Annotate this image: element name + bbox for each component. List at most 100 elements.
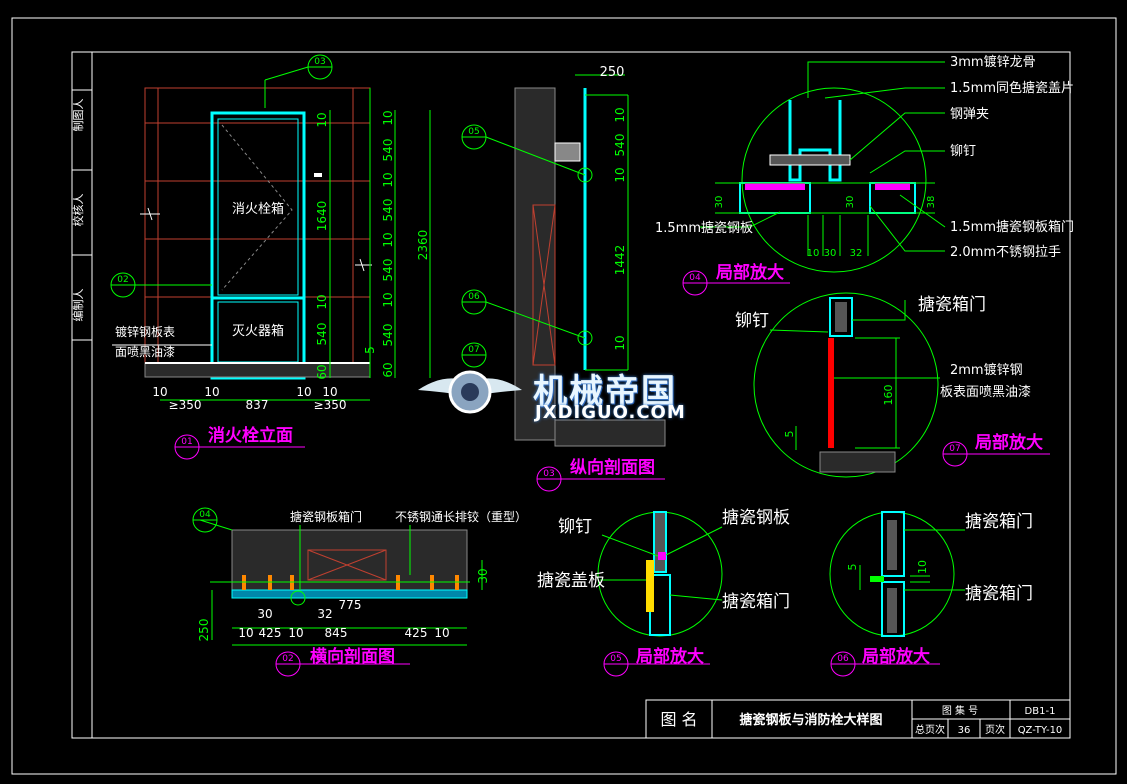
d4-rivet: 铆钉: [950, 144, 976, 159]
d5-panel-label: 搪瓷钢板: [722, 508, 790, 528]
handle-section: [554, 142, 581, 162]
tag-04-number: 04: [199, 510, 211, 520]
outer-border: [11, 17, 1117, 775]
dim-s-10b: 10: [613, 167, 627, 182]
tb-atlas-no: DB1-1: [1025, 706, 1056, 717]
dim-s-540: 540: [613, 134, 627, 157]
detail-04-circle: [741, 87, 927, 273]
door-swing-line: [221, 124, 293, 291]
break-line-right: [355, 258, 372, 272]
view02-title: 横向剖面图: [310, 646, 395, 667]
watermark-cn: 机械帝国: [533, 372, 677, 412]
plan-door-label: 搪瓷钢板箱门: [290, 509, 362, 524]
watermark-en: JXDIGUO.COM: [535, 402, 686, 423]
dim-b-10d: 10: [322, 385, 337, 399]
note-line-1: 镀锌钢板表: [115, 325, 175, 339]
dim-r-540a: 540: [381, 139, 395, 162]
dim-top-10: 10: [315, 112, 329, 127]
wall-section: [514, 87, 556, 441]
view07-title: 局部放大: [975, 432, 1043, 453]
spring-clip: [769, 154, 851, 166]
d6-door-label-2: 搪瓷箱门: [965, 584, 1033, 604]
view03-number: 03: [543, 469, 554, 479]
d4-clip: 钢弹夹: [950, 107, 989, 122]
d2-dim-10b: 10: [288, 626, 303, 640]
view06-title: 局部放大: [862, 646, 930, 667]
tag-02-number: 02: [117, 275, 128, 285]
detail-07-leaders: [769, 300, 940, 450]
d4-dim-30b: 30: [845, 196, 856, 209]
detail-06-leaders: [859, 529, 965, 591]
d2-dim-30b: 30: [257, 607, 272, 621]
view01-number: 01: [181, 437, 192, 447]
dim-r-10c: 10: [381, 232, 395, 247]
floor-slab: [144, 362, 371, 378]
dim-b-350b: ≥350: [314, 398, 347, 412]
d6-fill-bottom: [887, 588, 897, 633]
dim-b-10b: 10: [204, 385, 219, 399]
dim-b-837: 837: [246, 398, 269, 412]
dim-r-540d: 540: [381, 324, 395, 347]
d7-paint: 板表面喷黑油漆: [940, 384, 1031, 400]
d6-dim-5: 5: [846, 564, 859, 571]
d5-rivet-label: 铆钉: [558, 517, 592, 537]
d2-dim-775: 775: [339, 598, 362, 612]
note-line-2: 面喷黑油漆: [115, 345, 175, 359]
gear-hub: [461, 383, 479, 401]
view03-section: 250 10 540 10 1442 10 05 06 07 03 纵向剖面图: [461, 65, 666, 492]
view02-number: 02: [282, 654, 293, 664]
section-dims: [575, 74, 629, 371]
view07-number: 07: [949, 444, 960, 454]
tag-06-number: 06: [468, 292, 480, 302]
d6-dim-10: 10: [916, 560, 929, 574]
d2-dim-425b: 425: [405, 626, 428, 640]
tb-page: QZ-TY-10: [1018, 725, 1063, 736]
dim-2360: 2360: [416, 230, 430, 261]
side-label-3: 编制人: [71, 289, 85, 322]
view03-title: 纵向剖面图: [570, 457, 655, 478]
box-door-section: [829, 297, 853, 337]
dim-540-low: 540: [315, 323, 329, 346]
d4-cover: 1.5mm同色搪瓷盖片: [950, 80, 1074, 96]
d4-keel: 3mm镀锌龙骨: [950, 54, 1036, 70]
tb-atlas-label: 图 集 号: [942, 704, 978, 717]
tag-07-number: 07: [468, 345, 479, 355]
view05-title: 局部放大: [636, 646, 704, 667]
title-block: 图 名 搪瓷钢板与消防栓大样图 图 集 号 DB1-1 总页次 36 页次 QZ…: [645, 699, 1071, 739]
dim-s-10c: 10: [613, 335, 627, 350]
view01-title: 消火栓立面: [208, 425, 293, 446]
detail-04-leaders: [700, 61, 946, 256]
tb-title: 搪瓷钢板与消防栓大样图: [739, 712, 882, 728]
cap-left: [745, 183, 805, 190]
dim-r-540c: 540: [381, 259, 395, 282]
view06-number: 06: [837, 654, 849, 664]
view04-title: 局部放大: [716, 262, 784, 283]
cap-right: [875, 183, 910, 190]
cabinet-plan: [307, 549, 387, 581]
d2-dim-30a: 30: [476, 568, 490, 583]
d5-cover: [646, 560, 654, 612]
d2-dim-10c: 10: [434, 626, 449, 640]
dim-1640: 1640: [315, 201, 329, 232]
dim-s-1442: 1442: [613, 245, 627, 276]
detail-07-circle: [753, 292, 939, 478]
break-line-left: [140, 207, 160, 221]
d2-dim-250: 250: [197, 619, 211, 642]
d2-dim-845: 845: [325, 626, 348, 640]
d5-cover-label: 搪瓷盖板: [537, 571, 605, 591]
d5-door-label: 搪瓷箱门: [722, 592, 790, 612]
dim-b-10a: 10: [152, 385, 167, 399]
view04-detail: 3mm镀锌龙骨 1.5mm同色搪瓷盖片 钢弹夹 铆钉 1.5mm搪瓷钢板 1.5…: [655, 54, 1074, 296]
view06-detail: 搪瓷箱门 搪瓷箱门 5 10 06 局部放大: [829, 511, 1033, 677]
view07-detail: 搪瓷箱门 铆钉 2mm镀锌钢 板表面喷黑油漆 160 5 07 局部放大: [735, 292, 1050, 478]
hydrant-door: [217, 118, 299, 296]
dim-b-350a: ≥350: [169, 398, 202, 412]
d7-door: 搪瓷箱门: [918, 295, 986, 315]
d5-panel: [653, 511, 667, 573]
box-door-fill: [835, 302, 847, 332]
d4-dim-38: 38: [926, 196, 937, 209]
d2-dim-32: 32: [317, 607, 332, 621]
dim-mid-10: 10: [315, 294, 329, 309]
cabinet-section: [532, 204, 556, 366]
tb-name-label: 图 名: [660, 710, 697, 729]
